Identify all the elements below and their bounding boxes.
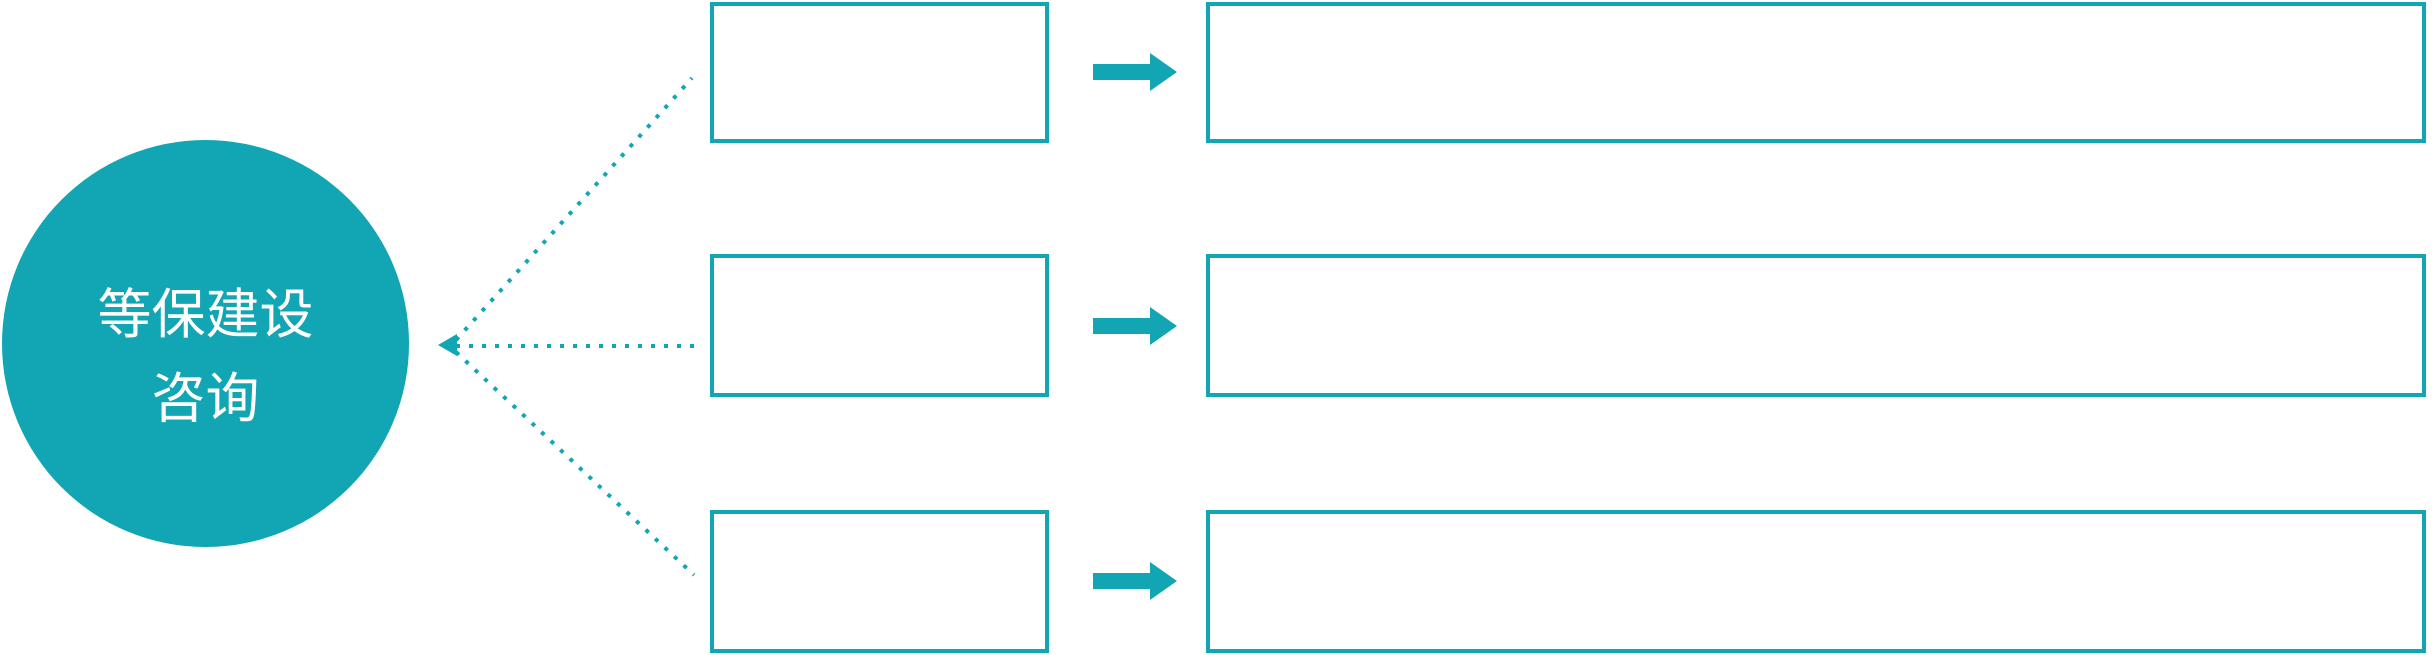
right-arrow-icon-2 — [1093, 307, 1177, 345]
small-box-3 — [710, 510, 1049, 653]
block-arrows — [1093, 53, 1177, 600]
right-arrow-icon-3 — [1093, 562, 1177, 600]
dotted-connector-line-3 — [454, 350, 696, 577]
dotted-connector-line-1 — [454, 76, 694, 342]
topic-circle-label-line1: 等保建设 — [97, 282, 314, 346]
right-arrow-icon-1 — [1093, 53, 1177, 91]
dotted-connectors — [438, 76, 700, 577]
large-box-1 — [1206, 2, 2426, 143]
large-box-2 — [1206, 254, 2426, 397]
topic-circle: 等保建设 咨询 — [2, 140, 409, 547]
large-box-3 — [1206, 510, 2426, 653]
left-arrowhead-icon — [438, 334, 457, 356]
small-box-2 — [710, 254, 1049, 397]
topic-circle-label-line2: 咨询 — [151, 366, 260, 430]
small-box-1 — [710, 2, 1049, 143]
